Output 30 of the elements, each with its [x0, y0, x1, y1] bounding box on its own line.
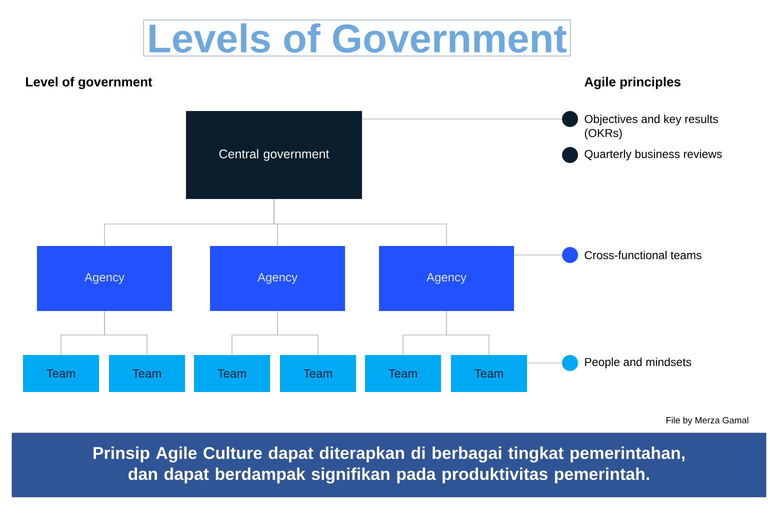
connector-line	[104, 310, 148, 356]
principle-item: Objectives and key results (OKRs)	[562, 111, 718, 140]
government-box: Central government	[186, 111, 362, 199]
column-heading: Agile principles	[584, 76, 680, 90]
team-box: Team	[23, 355, 99, 392]
node-label: Objectives and key results (OKRs)	[584, 114, 718, 140]
team-box: Team	[365, 355, 441, 392]
team-box: Team	[109, 355, 185, 392]
connector-line	[446, 310, 490, 356]
connector-line	[277, 310, 318, 356]
node-label: Cross-functional teams	[584, 250, 702, 260]
agency-box: Agency	[210, 246, 345, 311]
credit-text: File by Merza Gamal	[666, 416, 748, 426]
team-box: Team	[451, 355, 527, 392]
title: Levels of Government	[143, 20, 571, 56]
principle-item: Cross-functional teams	[562, 247, 702, 263]
connector-line	[362, 118, 562, 120]
principle-item: Quarterly business reviews	[562, 147, 722, 163]
principle-item: People and mindsets	[562, 355, 692, 371]
column-heading: Level of government	[26, 76, 152, 90]
connector-line	[526, 362, 562, 364]
node-label: People and mindsets	[585, 358, 692, 368]
agency-box: Agency	[379, 246, 514, 311]
caption-banner: Prinsip Agile Culture dapat diterapkan di berbagai tingkat pemerintahan, dan dapat berdampak signifikan pada produktivitas pemerintah.	[12, 432, 766, 498]
team-box: Team	[194, 355, 270, 392]
team-box: Team	[280, 355, 356, 392]
connector-line	[514, 254, 562, 256]
agency-box: Agency	[37, 246, 172, 311]
node-label: Quarterly business reviews	[584, 150, 722, 160]
connector-line	[274, 198, 447, 246]
